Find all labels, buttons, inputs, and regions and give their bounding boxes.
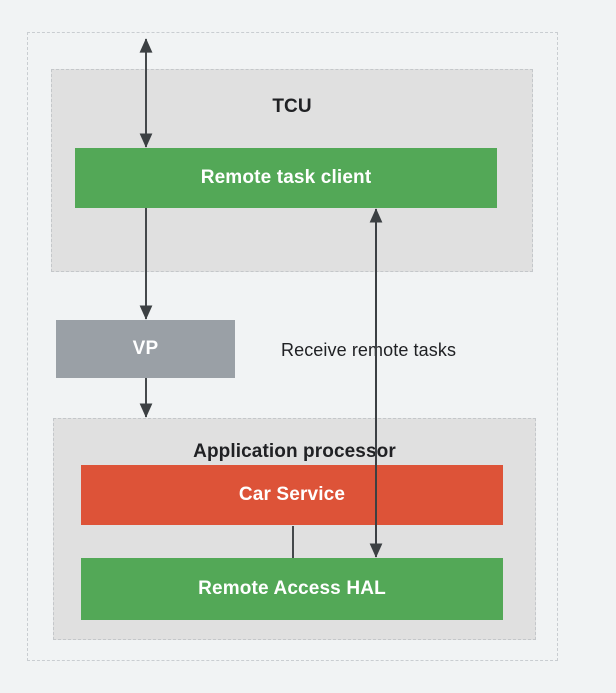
block-vp[interactable]: VP xyxy=(56,320,235,378)
block-remote-task-client-label: Remote task client xyxy=(200,167,372,188)
block-vp-label: VP xyxy=(132,338,159,359)
block-car-service[interactable]: Car Service xyxy=(81,465,503,525)
block-car-service-label: Car Service xyxy=(238,484,346,505)
outer-boundary-frame xyxy=(27,32,558,661)
block-remote-access-hal[interactable]: Remote Access HAL xyxy=(81,558,503,620)
block-remote-access-hal-label: Remote Access HAL xyxy=(198,578,386,599)
group-tcu-title: TCU xyxy=(272,96,312,117)
group-application-processor-title: Application processor xyxy=(193,441,396,462)
block-remote-task-client[interactable]: Remote task client xyxy=(75,148,497,208)
annotation-receive-remote-tasks: Receive remote tasks xyxy=(281,340,457,360)
